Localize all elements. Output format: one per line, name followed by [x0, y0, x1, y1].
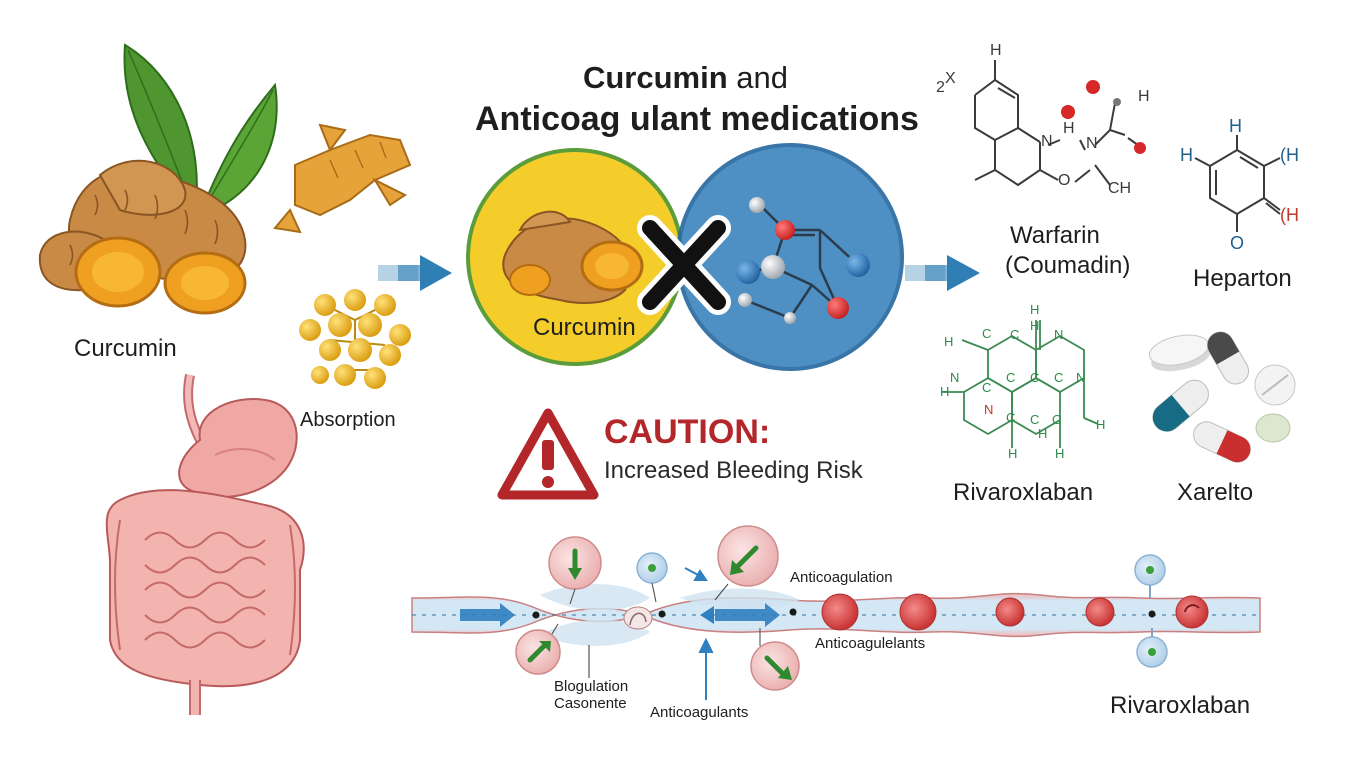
label-rivaroxlaban-top: Rivaroxlaban [953, 479, 1094, 506]
curcumin-molecule-cluster [299, 289, 411, 389]
atom-label: H [1055, 446, 1065, 461]
pills-illustration [1148, 331, 1296, 463]
atom-label: H [990, 42, 1002, 59]
atom-label: H [1030, 318, 1040, 333]
caution-subtitle: Increased Bleeding Risk [604, 457, 863, 484]
vessel-label-casonente: Casonente [554, 695, 627, 712]
label-curcumin-circle: Curcumin [533, 314, 636, 341]
atom-label: N [1086, 135, 1098, 152]
atom-label: N [950, 370, 960, 385]
atom-label: C [1030, 412, 1040, 427]
interaction-x-icon [637, 215, 731, 315]
atom-label: (H [1280, 145, 1299, 165]
atom-label: 2 [936, 79, 945, 96]
label-curcumin-left: Curcumin [74, 335, 177, 362]
rivaroxlaban-structure [942, 320, 1099, 448]
atom-label: O [1058, 172, 1071, 189]
atom-label: H [1063, 120, 1075, 137]
atom-label: H [1008, 446, 1018, 461]
turmeric-pieces [273, 123, 412, 234]
atom-label: H [1030, 302, 1040, 317]
vessel-label-anticoagulation: Anticoagulation [790, 569, 893, 586]
anticoagulant-circle [676, 143, 904, 371]
atom-label: X [945, 70, 956, 87]
label-coumadin: (Coumadin) [1005, 252, 1131, 279]
atom-label: C [1054, 370, 1064, 385]
title-line-1: Curcumin and [0, 60, 1365, 96]
atom-label: (H [1280, 205, 1299, 225]
atom-label: C [1010, 327, 1020, 342]
label-absorption: Absorption [300, 409, 396, 431]
heparton-structure [1194, 135, 1281, 232]
atom-label: N [1076, 370, 1086, 385]
atom-label: O [1230, 233, 1245, 253]
warfarin-carbon-atom [1113, 98, 1121, 106]
caution-title: CAUTION: [604, 413, 771, 451]
atom-label: H [1138, 88, 1150, 105]
warfarin-oxygen-atom [1061, 105, 1075, 119]
title-curcumin: Curcumin [582, 60, 728, 95]
warfarin-structure [974, 60, 1139, 187]
atom-label: C [982, 326, 992, 341]
atom-label: N [1041, 133, 1053, 150]
label-xarelto: Xarelto [1177, 479, 1254, 506]
atom-label: H [940, 384, 950, 399]
flow-arrow-left [378, 255, 452, 291]
vessel-label-rivaroxlaban: Rivaroxlaban [1110, 692, 1251, 719]
interaction-venn [466, 143, 904, 371]
atom-label: C [1030, 370, 1040, 385]
atom-label: CH [1108, 180, 1132, 197]
atom-label: C [1006, 370, 1016, 385]
atom-label: H [1229, 116, 1242, 136]
blood-vessel-diagram [411, 525, 1261, 700]
atom-label: C [1052, 412, 1062, 427]
atom-label: H [1180, 145, 1193, 165]
atom-label: H [944, 334, 954, 349]
digestive-system-illustration [105, 374, 305, 715]
label-heparton: Heparton [1193, 265, 1292, 292]
atom-label: N [1054, 327, 1064, 342]
label-warfarin: Warfarin [1010, 222, 1100, 249]
atom-label: C [1006, 410, 1016, 425]
caution-warning-icon [497, 408, 599, 500]
atom-label: N [984, 402, 994, 417]
warfarin-oxygen-atom [1134, 142, 1146, 154]
vessel-label-blogulation: Blogulation [554, 678, 629, 695]
atom-label: H [1038, 426, 1048, 441]
title-and: and [736, 60, 789, 95]
title-line-2: Anticoag ulant medications [475, 100, 919, 138]
vessel-label-anticoagulants: Anticoagulants [650, 704, 749, 721]
flow-arrow-right [905, 255, 980, 291]
turmeric-illustration [38, 43, 278, 315]
warfarin-oxygen-atom [1086, 80, 1100, 94]
vessel-label-anticoagulelants: Anticoagulelants [815, 635, 926, 652]
atom-label: H [1096, 417, 1106, 432]
atom-label: C [982, 380, 992, 395]
